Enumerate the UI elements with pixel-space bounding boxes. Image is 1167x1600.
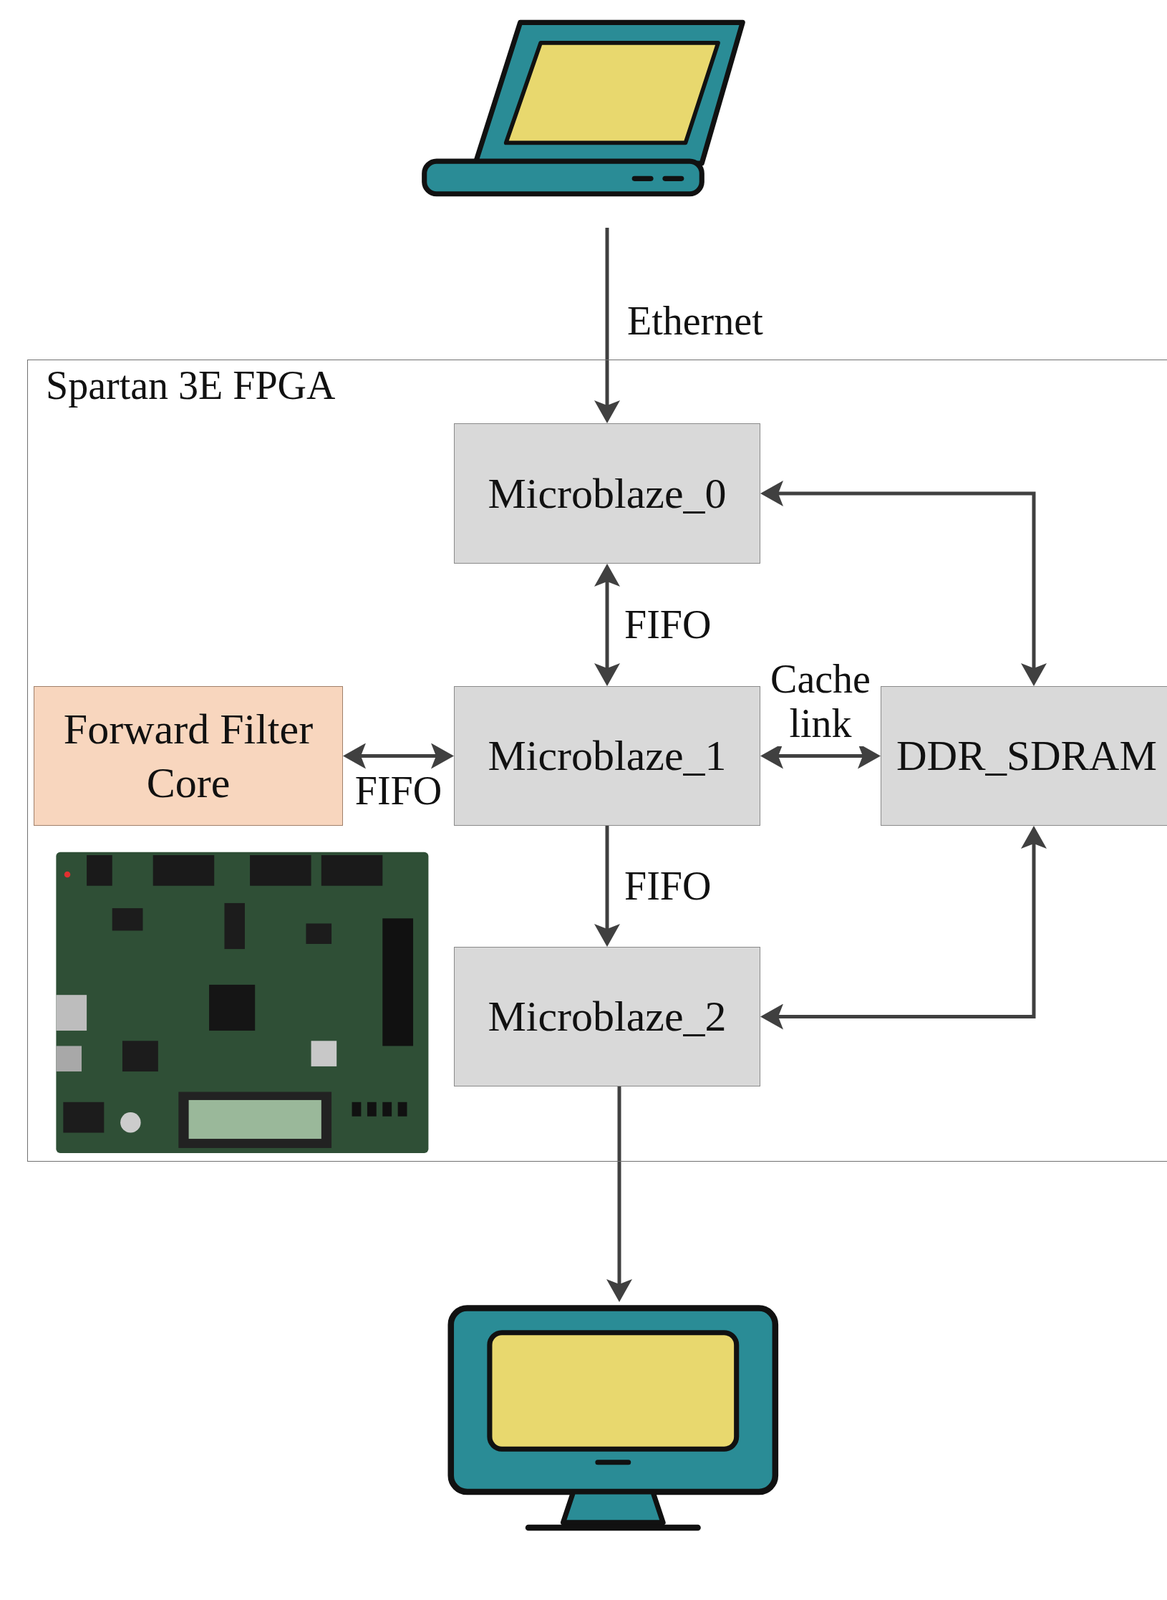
serial-port — [249, 854, 311, 886]
usb-port — [55, 1045, 82, 1072]
board-oscillator — [311, 1040, 338, 1067]
processor-box: Microblaze_2 — [453, 946, 761, 1087]
fpga-chip — [209, 984, 255, 1031]
monitor-frame — [451, 1308, 776, 1492]
box-label: Forward Filter Core — [47, 702, 329, 810]
monitor-slot — [597, 1459, 629, 1465]
processor-box: Microblaze_1 — [453, 685, 761, 826]
laptop-lid — [475, 22, 743, 164]
board-button — [352, 1101, 362, 1117]
board-chip — [112, 907, 144, 931]
board-chip — [63, 1101, 104, 1133]
expansion-header — [382, 917, 414, 1046]
edge-label: FIFO — [621, 602, 714, 648]
laptop-slot — [634, 176, 651, 182]
board-pcb — [55, 851, 429, 1153]
fpga-region: Microblaze_0Forward Filter CoreMicroblaz… — [27, 359, 1167, 1162]
edge-label: FIFO — [352, 768, 445, 814]
ethernet-jack — [55, 994, 87, 1031]
memory-box: DDR_SDRAM — [880, 685, 1167, 826]
board-chip — [305, 922, 332, 943]
box-label: Microblaze_2 — [487, 989, 726, 1044]
monitor-screen — [489, 1332, 737, 1449]
connector-arrow — [768, 834, 1034, 1017]
ethernet-link — [605, 227, 610, 415]
serial-port — [153, 854, 215, 886]
box-label: Microblaze_0 — [487, 466, 726, 521]
filter-core-box: Forward Filter Core — [33, 685, 343, 826]
board-chip — [224, 902, 245, 949]
monitor-stand — [562, 1491, 663, 1523]
box-label: Microblaze_1 — [487, 728, 726, 783]
connector-arrow — [768, 493, 1034, 678]
laptop-slot — [665, 176, 682, 182]
serial-port — [321, 854, 383, 886]
processor-box: Microblaze_0 — [453, 423, 761, 564]
board-led — [64, 871, 71, 878]
edge-label: Cache link — [760, 657, 881, 746]
box-label: DDR_SDRAM — [896, 729, 1157, 783]
power-jack — [86, 854, 113, 886]
laptop-base — [424, 161, 703, 195]
board-button — [382, 1101, 392, 1117]
connector-arrow — [768, 753, 873, 758]
link-label: Ethernet — [624, 299, 767, 344]
monitor-foot — [528, 1524, 699, 1531]
connector-arrow — [605, 572, 610, 678]
laptop-screen — [506, 42, 719, 144]
region-title: Spartan 3E FPGA — [45, 360, 336, 411]
rotary-knob — [120, 1111, 141, 1132]
lcd-frame — [178, 1091, 332, 1148]
connector-arrow — [605, 825, 610, 938]
display-link — [617, 1086, 622, 1294]
connector-arrow — [351, 753, 446, 758]
edge-label: FIFO — [621, 864, 714, 909]
lcd-screen — [189, 1099, 322, 1139]
board-button — [367, 1101, 377, 1117]
board-chip — [122, 1040, 159, 1072]
board-button — [398, 1101, 408, 1117]
